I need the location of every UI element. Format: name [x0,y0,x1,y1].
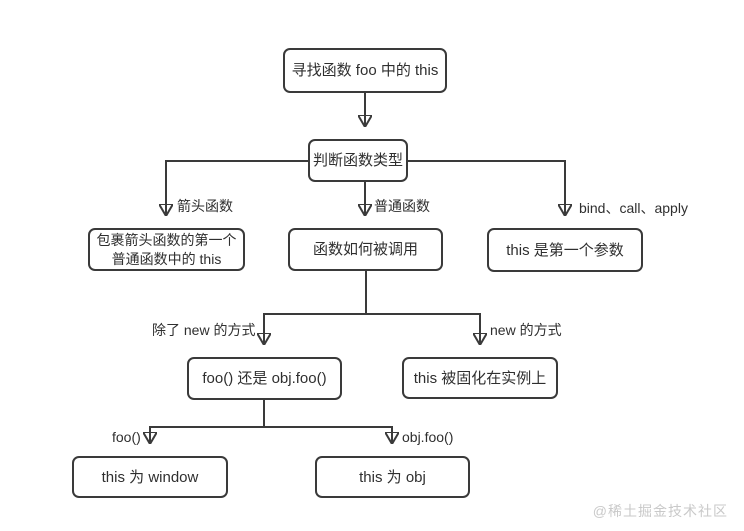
edge-label-obj-foo-call: obj.foo() [402,429,454,445]
node-new-result: this 被固化在实例上 [402,357,558,399]
edge-judge-to-arrow-result [166,160,308,214]
edge-label-foo-call: foo() [112,429,141,445]
node-call-form: foo() 还是 obj.foo() [187,357,342,400]
node-window-result: this 为 window [72,456,228,498]
edge-judge-to-bind-result [407,160,565,214]
node-arrow-result: 包裹箭头函数的第一个 普通函数中的 this [88,228,245,271]
edge-call-form-to-window-result [150,426,264,442]
watermark: @稀土掘金技术社区 [592,503,728,519]
edge-label-normal-fn: 普通函数 [374,198,430,214]
node-root: 寻找函数 foo 中的 this [283,48,447,93]
node-judge-type: 判断函数类型 [308,139,408,182]
node-obj-result: this 为 obj [315,456,470,498]
edge-how-called-to-call-form [264,313,366,343]
node-how-called: 函数如何被调用 [288,228,443,271]
edge-label-arrow-fn: 箭头函数 [177,198,233,214]
node-bind-result: this 是第一个参数 [487,228,643,272]
edge-how-called-to-new-result [366,313,480,343]
edge-call-form-to-obj-result [264,426,392,442]
edge-label-new-way: new 的方式 [490,322,562,338]
edge-label-bind-call-apply: bind、call、apply [579,200,688,216]
edge-label-not-new: 除了 new 的方式 [152,322,256,338]
